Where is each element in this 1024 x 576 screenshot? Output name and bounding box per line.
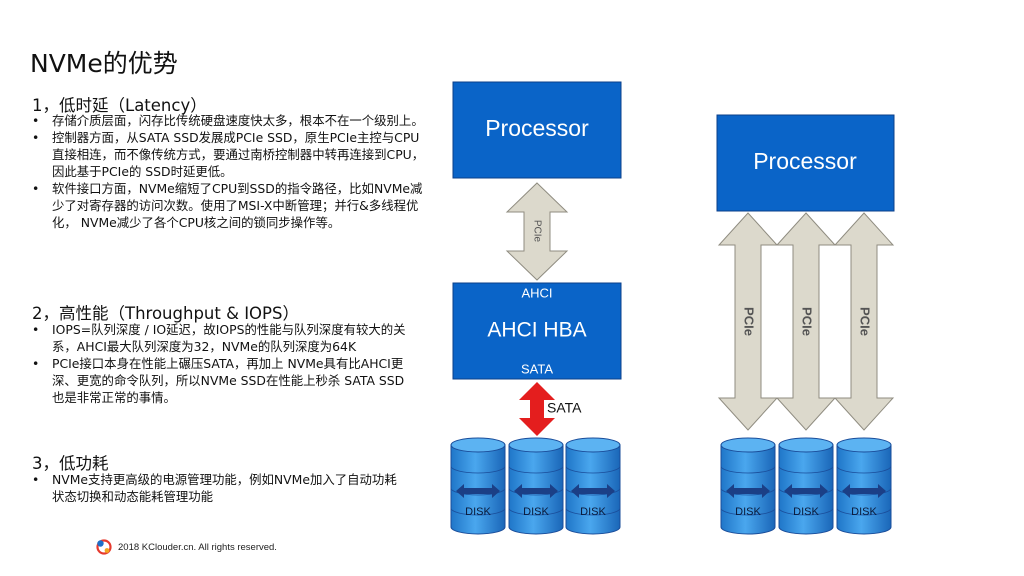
copyright-text: 2018 KClouder.cn. All rights reserved. — [118, 541, 277, 553]
ahci-port-label: AHCI — [521, 285, 552, 300]
kclouder-logo-icon — [96, 539, 112, 555]
performance-bullet-list: IOPS=队列深度 / IO延迟，故IOPS的性能与队列深度有较大的关系，AHC… — [30, 321, 410, 406]
disk-platter-line — [508, 507, 564, 516]
section-heading-power: 3，低功耗 — [32, 454, 109, 473]
latency-bullet-software: 软件接口方面，NVMe缩短了CPU到SSD的指令路径，比如NVMe减少了对寄存器… — [30, 180, 425, 231]
disk-top — [450, 437, 506, 453]
pcie-lane-label: PCIe — [742, 307, 757, 336]
power-bullet-management: NVMe支持更高级的电源管理功能，例如NVMe加入了自动功耗状态切换和动态能耗管… — [30, 471, 400, 505]
disk-top — [565, 437, 621, 453]
disk-cylinder: DISK — [565, 437, 621, 535]
latency-bullet-controller: 控制器方面，从SATA SSD发展成PCIe SSD，原生PCIe主控与CPU直… — [30, 129, 425, 180]
ahci-hba-box — [452, 282, 622, 380]
disk-platter-line — [836, 465, 892, 474]
disk-platter-line — [565, 465, 621, 474]
performance-bullet-pcie: PCIe接口本身在性能上碾压SATA，再加上 NVMe具有比AHCI更深、更宽的… — [30, 355, 410, 406]
left-pcie-arrow — [505, 182, 569, 281]
sata-link-arrow — [519, 382, 555, 436]
latency-bullet-media: 存储介质层面，闪存比传统硬盘速度快太多，根本不在一个级别上。 — [30, 112, 425, 129]
performance-bullet-iops: IOPS=队列深度 / IO延迟，故IOPS的性能与队列深度有较大的关系，AHC… — [30, 321, 410, 355]
disk-platter-line — [720, 465, 776, 474]
left-pcie-label: PCIe — [531, 220, 542, 243]
pcie-lane-label: PCIe — [800, 307, 815, 336]
disk-label: DISK — [465, 506, 491, 518]
disk-platter-line — [720, 507, 776, 516]
disk-platter-line — [565, 507, 621, 516]
section-heading-performance: 2，高性能（Throughput & IOPS） — [32, 304, 299, 323]
ahci-hba-label: AHCI HBA — [487, 319, 586, 342]
right-disk-array: DISK DISK DISK — [720, 437, 892, 535]
disk-platter-line — [720, 487, 776, 496]
disk-platter-line — [836, 487, 892, 496]
disk-cylinder: DISK — [508, 437, 564, 535]
left-disk-array: DISK DISK DISK — [450, 437, 621, 535]
disk-platter-line — [836, 507, 892, 516]
ahci-architecture: Processor PCIe AHCI AHCI HBA SATA SATA D… — [450, 81, 622, 535]
pcie-lane-label: PCIe — [858, 307, 873, 336]
disk-platter-line — [450, 507, 506, 516]
left-processor-label: Processor — [485, 115, 589, 141]
disk-cylinder: DISK — [836, 437, 892, 535]
right-processor-label: Processor — [753, 148, 857, 174]
double-arrow-icon — [456, 484, 500, 498]
pcie-lane-arrow — [717, 212, 779, 431]
disk-platter-line — [450, 465, 506, 474]
power-bullet-list: NVMe支持更高级的电源管理功能，例如NVMe加入了自动功耗状态切换和动态能耗管… — [30, 471, 400, 505]
disk-platter-line — [778, 465, 834, 474]
disk-cylinder: DISK — [450, 437, 506, 535]
disk-label: DISK — [851, 506, 877, 518]
disk-platter-line — [450, 487, 506, 496]
double-arrow-icon — [726, 484, 770, 498]
page-title: NVMe的优势 — [30, 49, 178, 78]
left-processor-box — [452, 81, 622, 179]
disk-platter-line — [778, 487, 834, 496]
latency-bullet-list: 存储介质层面，闪存比传统硬盘速度快太多，根本不在一个级别上。 控制器方面，从SA… — [30, 112, 425, 231]
double-arrow-icon — [514, 484, 558, 498]
disk-label: DISK — [735, 506, 761, 518]
disk-label: DISK — [580, 506, 606, 518]
sata-link-label: SATA — [547, 400, 582, 416]
disk-platter-line — [565, 487, 621, 496]
disk-cylinder: DISK — [778, 437, 834, 535]
disk-label: DISK — [793, 506, 819, 518]
pcie-lanes: PCIe PCIe PCIe — [717, 212, 895, 431]
sata-port-label: SATA — [521, 361, 553, 376]
double-arrow-icon — [784, 484, 828, 498]
right-processor-box — [716, 114, 895, 212]
disk-top — [836, 437, 892, 453]
double-arrow-icon — [842, 484, 886, 498]
disk-top — [508, 437, 564, 453]
disk-label: DISK — [523, 506, 549, 518]
pcie-lane-arrow — [775, 212, 837, 431]
nvme-architecture: Processor PCIe PCIe PCIe DISK DISK DISK — [716, 114, 895, 535]
disk-top — [778, 437, 834, 453]
disk-platter-line — [508, 487, 564, 496]
footer: 2018 KClouder.cn. All rights reserved. — [95, 538, 277, 556]
section-heading-latency: 1，低时延（Latency） — [32, 96, 207, 115]
disk-top — [720, 437, 776, 453]
disk-cylinder: DISK — [720, 437, 776, 535]
disk-platter-line — [778, 507, 834, 516]
pcie-lane-arrow — [833, 212, 895, 431]
disk-platter-line — [508, 465, 564, 474]
double-arrow-icon — [571, 484, 615, 498]
